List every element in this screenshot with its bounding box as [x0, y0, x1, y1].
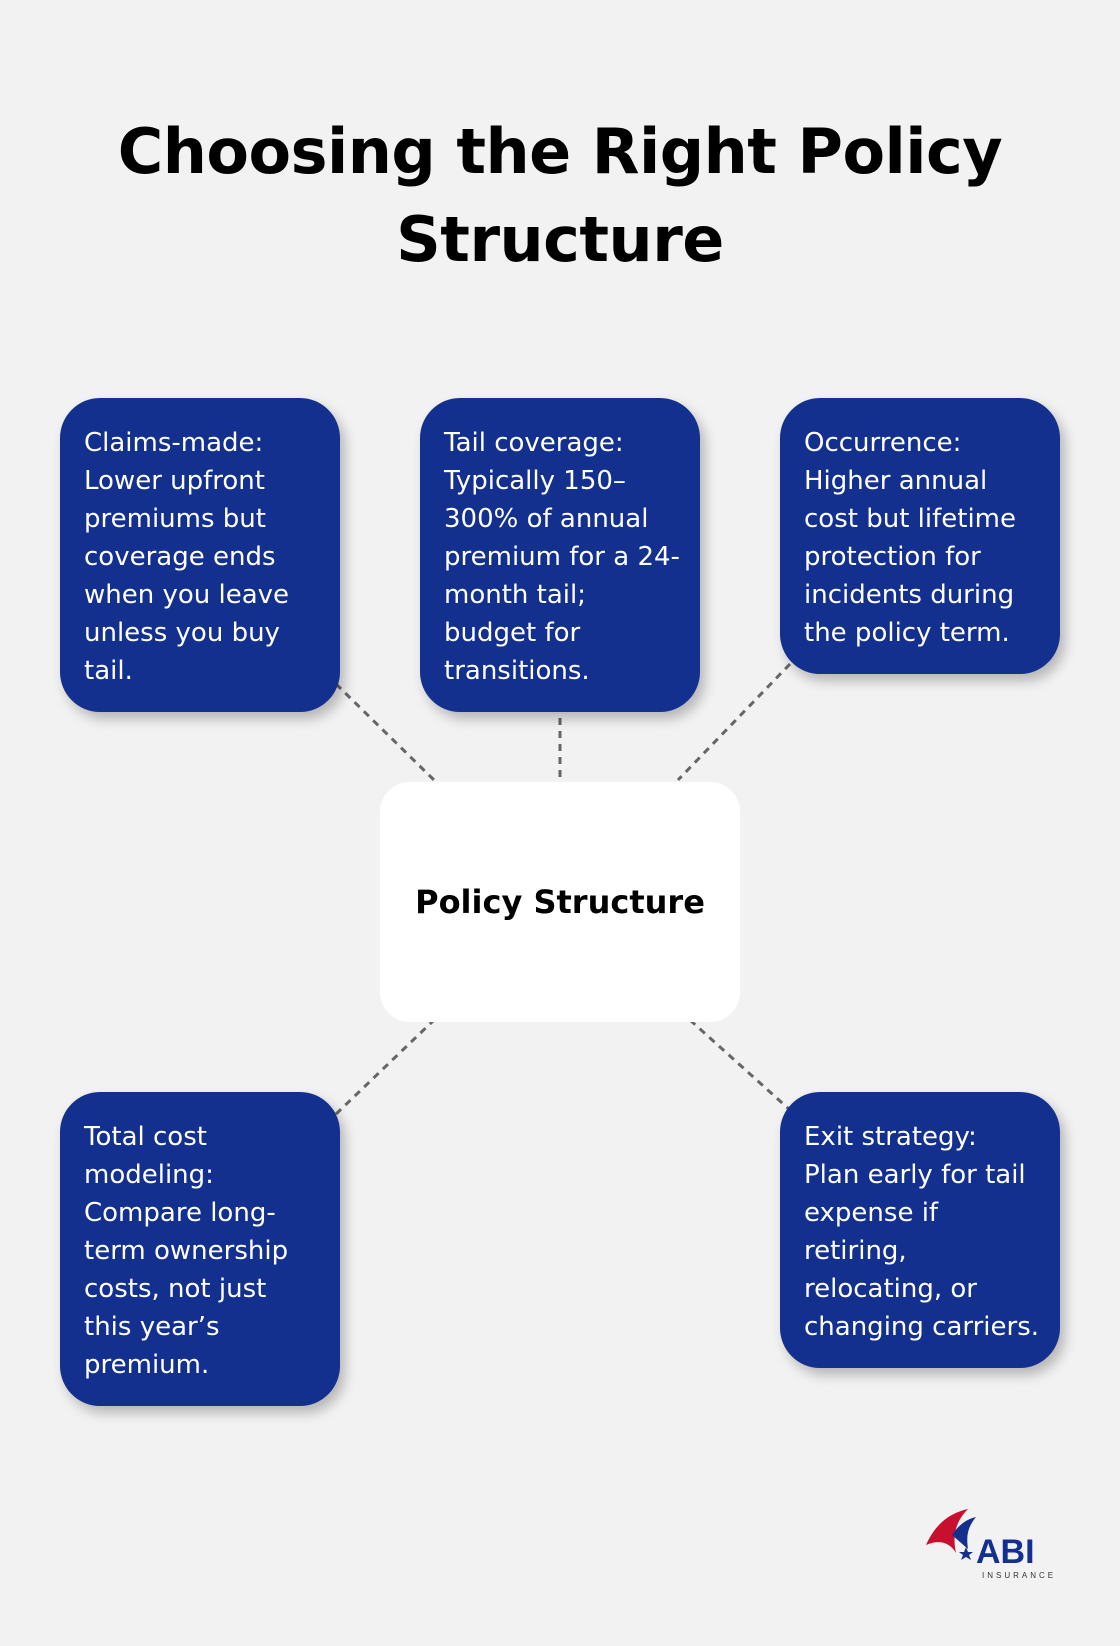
- card-tail-coverage-text: Tail coverage: Typically 150–300% of ann…: [444, 428, 680, 686]
- logo-wordmark: ABI: [976, 1533, 1035, 1571]
- card-occurrence: Occurrence: Higher annual cost but lifet…: [780, 398, 1060, 674]
- card-claims-made-text: Claims-made: Lower upfront premiums but …: [84, 428, 290, 686]
- card-total-cost-modeling: Total cost modeling: Compare long-term o…: [60, 1092, 340, 1406]
- page-title: Choosing the Right Policy Structure: [117, 115, 1003, 276]
- logo-subtitle: INSURANCE: [982, 1571, 1056, 1580]
- connector-exit-strategy: [688, 1018, 792, 1112]
- logo-star-icon: [959, 1547, 973, 1560]
- connector-claims-made: [334, 682, 436, 782]
- card-exit-strategy-text: Exit strategy: Plan early for tail expen…: [804, 1122, 1040, 1342]
- card-tail-coverage: Tail coverage: Typically 150–300% of ann…: [420, 398, 700, 712]
- logo-swoosh-icon: [926, 1509, 968, 1553]
- card-claims-made: Claims-made: Lower upfront premiums but …: [60, 398, 340, 712]
- center-node: Policy Structure: [380, 782, 740, 1022]
- card-occurrence-text: Occurrence: Higher annual cost but lifet…: [804, 428, 1016, 648]
- abi-insurance-logo: ABI INSURANCE: [926, 1509, 1056, 1580]
- logo-swoosh-accent-icon: [952, 1517, 976, 1549]
- center-node-label: Policy Structure: [415, 883, 705, 921]
- card-total-cost-modeling-text: Total cost modeling: Compare long-term o…: [84, 1122, 289, 1380]
- connector-occurrence: [676, 662, 792, 782]
- card-exit-strategy: Exit strategy: Plan early for tail expen…: [780, 1092, 1060, 1368]
- connector-total-cost: [334, 1018, 436, 1116]
